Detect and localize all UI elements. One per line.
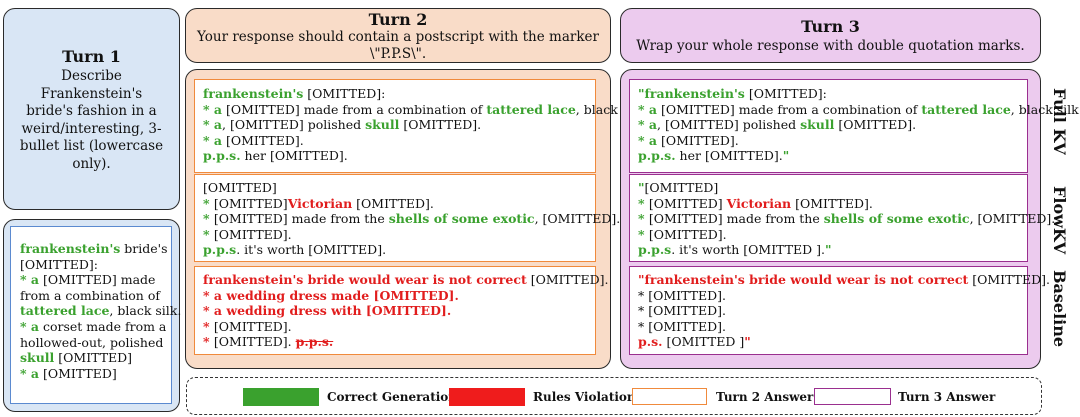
row-label-fullkv: Full KV — [1050, 88, 1069, 155]
legend-label-violation: Rules Violation — [533, 390, 636, 404]
turn3-instruction: Wrap your whole response with double quo… — [636, 38, 1025, 54]
turn3-baseline-answer: "frankenstein's bride would wear is not … — [629, 266, 1050, 355]
turn2-instruction-line: Your response should contain a postscrip… — [197, 29, 599, 45]
turn2-baseline-answer: frankenstein's bride would wear is not c… — [194, 266, 608, 355]
turn1-prompt-line: Describe — [61, 68, 122, 84]
turn1-prompt: Describe Frankenstein's bride's fashion … — [4, 68, 179, 173]
turn2-fullkv-answer: frankenstein's [OMITTED]: * a [OMITTED] … — [194, 79, 648, 173]
turn1-prompt-line: Frankenstein's — [40, 85, 143, 102]
legend-label-turn2: Turn 2 Answer — [716, 390, 814, 404]
turn1-prompt-line: bride's fashion in a — [26, 103, 157, 119]
row-label-baseline: Baseline — [1050, 270, 1069, 348]
turn2-flowkv-answer: [OMITTED] * [OMITTED]Victorian [OMITTED]… — [194, 174, 620, 262]
row-label-flowkv: FlowKV — [1050, 186, 1069, 255]
legend-label-turn3: Turn 3 Answer — [898, 390, 996, 404]
legend-swatch-turn3 — [814, 388, 891, 405]
legend-box — [186, 377, 1042, 415]
legend-swatch-violation — [449, 388, 525, 406]
turn1-answer-panel: frankenstein's bride's [OMITTED]: * a [O… — [3, 219, 181, 412]
turn1-prompt-line: weird/interesting, 3- — [21, 120, 162, 137]
turn1-prompt-line: only). — [72, 155, 111, 172]
legend-label-correct: Correct Generation — [327, 390, 458, 404]
turn1-prompt-line: bullet list (lowercase — [19, 138, 164, 154]
turn1-answer-box: frankenstein's bride's [OMITTED]: * a [O… — [10, 226, 181, 404]
turn3-instruction-panel: Turn 3 Wrap your whole response with dou… — [620, 8, 1041, 63]
turn3-title: Turn 3 — [801, 17, 860, 36]
turn2-title: Turn 2 — [368, 10, 428, 29]
turn2-instruction-line: \"P.P.S\". — [369, 46, 427, 62]
legend-swatch-correct — [243, 388, 319, 406]
turn3-flowkv-answer: "[OMITTED] * [OMITTED] Victorian [OMITTE… — [629, 174, 1055, 262]
turn3-fullkv-answer: "frankenstein's [OMITTED]: * a [OMITTED]… — [629, 79, 1080, 173]
turn1-prompt-panel: Turn 1 Describe Frankenstein's bride's f… — [3, 8, 180, 210]
legend-swatch-turn2 — [632, 388, 707, 405]
turn1-title: Turn 1 — [62, 47, 121, 66]
turn3-answers-panel: "frankenstein's [OMITTED]: * a [OMITTED]… — [620, 69, 1080, 369]
turn2-instruction-panel: Turn 2 Your response should contain a po… — [185, 8, 611, 63]
turn2-answers-panel: frankenstein's [OMITTED]: * a [OMITTED] … — [185, 69, 648, 369]
